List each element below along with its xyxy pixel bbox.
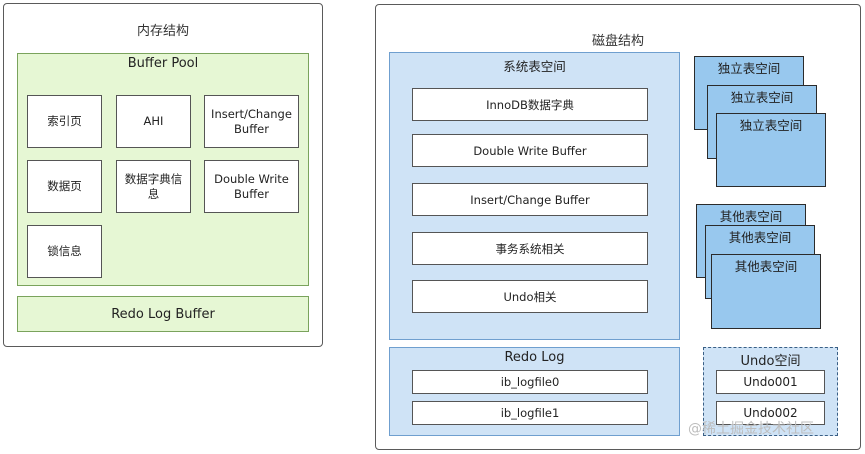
insert-change-buffer-cell: Insert/Change Buffer <box>204 95 299 148</box>
undo001-row: Undo001 <box>716 370 825 394</box>
undo002-row: Undo002 <box>716 401 825 425</box>
other-tablespace-3: 其他表空间 <box>711 254 821 329</box>
disk-structure-title: 磁盘结构 <box>591 34 644 49</box>
index-page-cell: 索引页 <box>27 95 102 148</box>
ib-logfile1-row: ib_logfile1 <box>412 401 648 425</box>
redo-log-title: Redo Log <box>504 350 565 365</box>
buffer-pool-title: Buffer Pool <box>127 56 199 71</box>
independent-tablespace-3: 独立表空间 <box>716 113 826 187</box>
transaction-system-row: 事务系统相关 <box>412 232 648 265</box>
innodb-data-dictionary-row: InnoDB数据字典 <box>412 88 648 121</box>
redo-log-buffer: Redo Log Buffer <box>17 296 309 332</box>
double-write-buffer-row: Double Write Buffer <box>412 134 648 167</box>
memory-structure-title: 内存结构 <box>136 24 189 39</box>
double-write-buffer-cell: Double Write Buffer <box>204 160 299 213</box>
watermark: @稀土掘金技术社区 <box>688 421 814 437</box>
undo-space-title: Undo空间 <box>740 354 801 369</box>
ahi-cell: AHI <box>116 95 191 148</box>
dict-info-cell: 数据字典信息 <box>116 160 191 213</box>
data-page-cell: 数据页 <box>27 160 102 213</box>
ib-logfile0-row: ib_logfile0 <box>412 370 648 394</box>
system-tablespace-title: 系统表空间 <box>503 59 566 74</box>
insert-change-buffer-row: Insert/Change Buffer <box>412 183 648 216</box>
lock-info-cell: 锁信息 <box>27 225 102 278</box>
undo-related-row: Undo相关 <box>412 280 648 313</box>
